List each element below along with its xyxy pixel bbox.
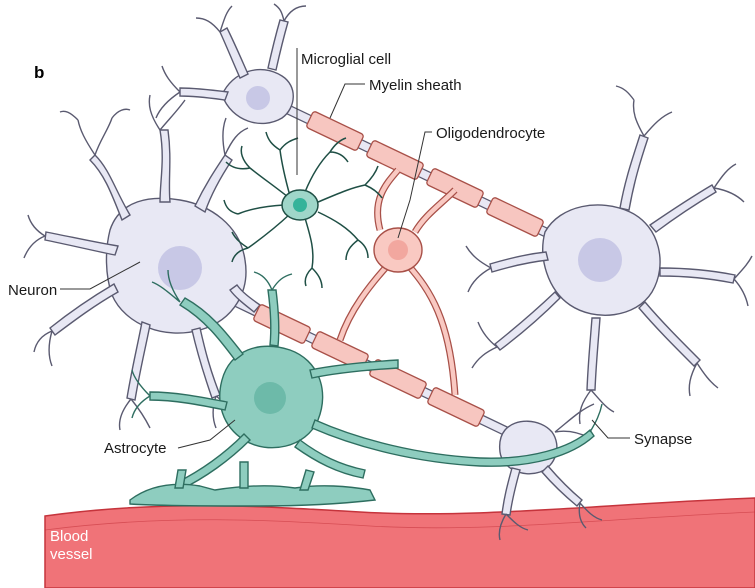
microglial-cell (224, 132, 382, 288)
blood-vessel-label-line2: vessel (50, 546, 93, 563)
neuron-label: Neuron (8, 282, 57, 299)
blood-vessel (45, 498, 755, 588)
microglial-cell-label: Microglial cell (301, 51, 391, 68)
oligodendrocyte-label: Oligodendrocyte (436, 125, 545, 142)
astrocyte-label: Astrocyte (104, 440, 167, 457)
bottom-right-neuron (500, 421, 582, 515)
myelin-sheath-label: Myelin sheath (369, 77, 462, 94)
left-neuron (45, 130, 260, 400)
right-neuron (490, 135, 735, 390)
panel-letter: b (34, 63, 44, 82)
blood-vessel-label-line1: Blood (50, 528, 88, 545)
synapse-label: Synapse (634, 431, 692, 448)
top-neuron (180, 20, 293, 123)
